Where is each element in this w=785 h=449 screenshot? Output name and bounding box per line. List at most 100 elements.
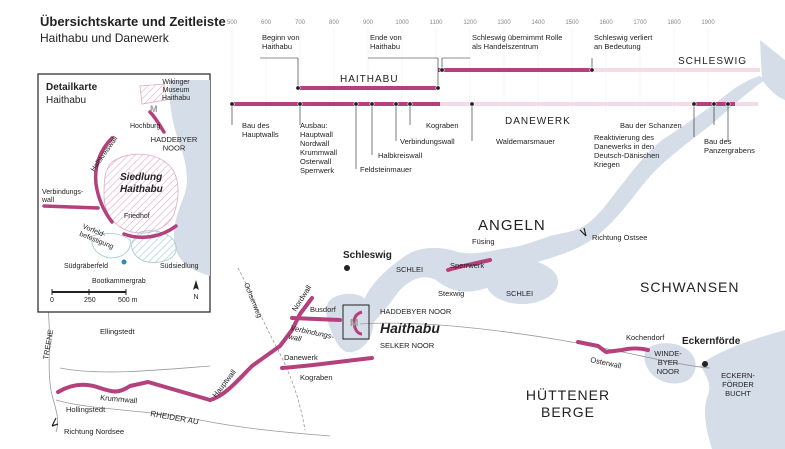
north-arrow-icon [193, 280, 199, 290]
wall-krummwall: Krummwall [100, 393, 138, 405]
schleswig-bar-label: SCHLESWIG [678, 56, 747, 67]
detail-vorfeld [122, 224, 178, 240]
eckernfoerde-town-marker [702, 361, 708, 367]
detail-verbindungswall-label: Verbindungs-wall [41, 189, 84, 204]
detail-bootkammergrab-label: Bootkammergrab [92, 278, 146, 285]
event-dot [369, 101, 375, 107]
siedlung-area [103, 153, 179, 234]
event-dot [711, 101, 717, 107]
road-ochsenweg: Ochsenweg [242, 282, 262, 319]
year-label-1400: 1400 [531, 20, 545, 26]
museum-area [139, 83, 167, 105]
timeline-event-bottom-3: Halbkreiswall [378, 151, 423, 160]
year-label-800: 800 [329, 20, 340, 26]
water-schlei-1: SCHLEI [396, 265, 423, 274]
windebyer-noor [644, 343, 696, 384]
year-label-600: 600 [261, 20, 272, 26]
water-schlei-2: SCHLEI [506, 289, 533, 298]
water-haddebyer-noor: HADDEBYER NOOR [380, 307, 452, 316]
event-dot [295, 85, 301, 91]
water-treene: TREENE [41, 329, 55, 361]
haithabu-halbkreis-marker [352, 310, 363, 336]
sperrwerk-wall [446, 258, 492, 272]
event-dot [353, 101, 359, 107]
hauptwall-wall [208, 328, 294, 402]
detail-friedhof-label: Friedhof [124, 213, 150, 220]
event-dot [229, 101, 235, 107]
wall-osterwall: Osterwall [590, 355, 623, 370]
scale-label-500: 500 m [118, 297, 138, 304]
timeline-event-bottom-5: Kograben [426, 121, 459, 130]
ostsee-water [760, 40, 785, 100]
region-angeln: ANGELN [478, 217, 546, 234]
verbindungswall-wall [290, 316, 342, 322]
region-schwansen: SCHWANSEN [640, 279, 740, 295]
suedgraeberfeld-area [91, 232, 131, 259]
haithabu-location-box [342, 304, 370, 340]
year-label-1500: 1500 [565, 20, 579, 26]
north-label: N [193, 294, 198, 301]
year-label-500: 500 [227, 20, 238, 26]
ostsee-arrow-icon [579, 227, 587, 237]
town-kochendorf: Kochendorf [626, 333, 665, 342]
haithabu-main-label: Haithabu [380, 320, 440, 336]
year-label-700: 700 [295, 20, 306, 26]
schlei-water [361, 76, 765, 324]
timeline-event-bottom-4: Verbindungswall [400, 137, 455, 146]
town-hollingstedt: Hollingstedt [66, 405, 106, 414]
direction-ostsee: Richtung Ostsee [592, 233, 647, 242]
detail-hochburg-label: Hochburg [130, 123, 160, 130]
event-dot [407, 101, 413, 107]
event-dot [435, 85, 441, 91]
year-label-1800: 1800 [667, 20, 681, 26]
event-dot [589, 67, 595, 73]
timeline-event-bottom-6: Waldemarsmauer [496, 137, 555, 146]
event-dot [393, 101, 399, 107]
event-dot [725, 101, 731, 107]
nordsee-arrow-icon [51, 417, 59, 427]
schleswig-town-marker [344, 265, 350, 271]
kograben-wall [280, 356, 374, 370]
osterwall-wall [576, 340, 650, 354]
detail-suedsiedlung-label: Südsiedlung [160, 263, 199, 270]
timeline-event-bottom-2: Feldsteinmauer [360, 165, 412, 174]
year-label-900: 900 [363, 20, 374, 26]
ochsenweg-road [237, 267, 306, 431]
town-ellingstedt: Ellingstedt [100, 327, 136, 336]
haithabu-bar-label: HAITHABU [340, 74, 399, 85]
detail-noor-water [169, 80, 210, 276]
year-label-1100: 1100 [430, 20, 444, 26]
detail-verbindungswall [42, 204, 100, 210]
detail-suedgraeberfeld-label: Südgräberfeld [64, 263, 108, 270]
town-fuesing: Füsing [472, 237, 495, 246]
noor-water [326, 293, 374, 353]
town-schleswig: Schleswig [343, 250, 392, 261]
rheider-au-river [55, 399, 331, 437]
wall-kograben: Kograben [300, 373, 333, 382]
timeline-event-bottom-8: Bau der Schanzen [620, 121, 682, 130]
eckernfoerder-bucht [700, 330, 785, 449]
water-selker-noor: SELKER NOOR [380, 341, 435, 350]
main-museum-marker: M [350, 318, 358, 329]
schlei-basin [486, 260, 558, 304]
detail-map [37, 73, 211, 313]
detail-halbkreiswall [93, 136, 114, 224]
map-title: Übersichtskarte und Zeitleiste [40, 14, 226, 29]
krummwall-wall [56, 380, 212, 402]
scale-label-250: 250 [84, 297, 96, 304]
event-dot [691, 101, 697, 107]
year-label-1200: 1200 [463, 20, 477, 26]
